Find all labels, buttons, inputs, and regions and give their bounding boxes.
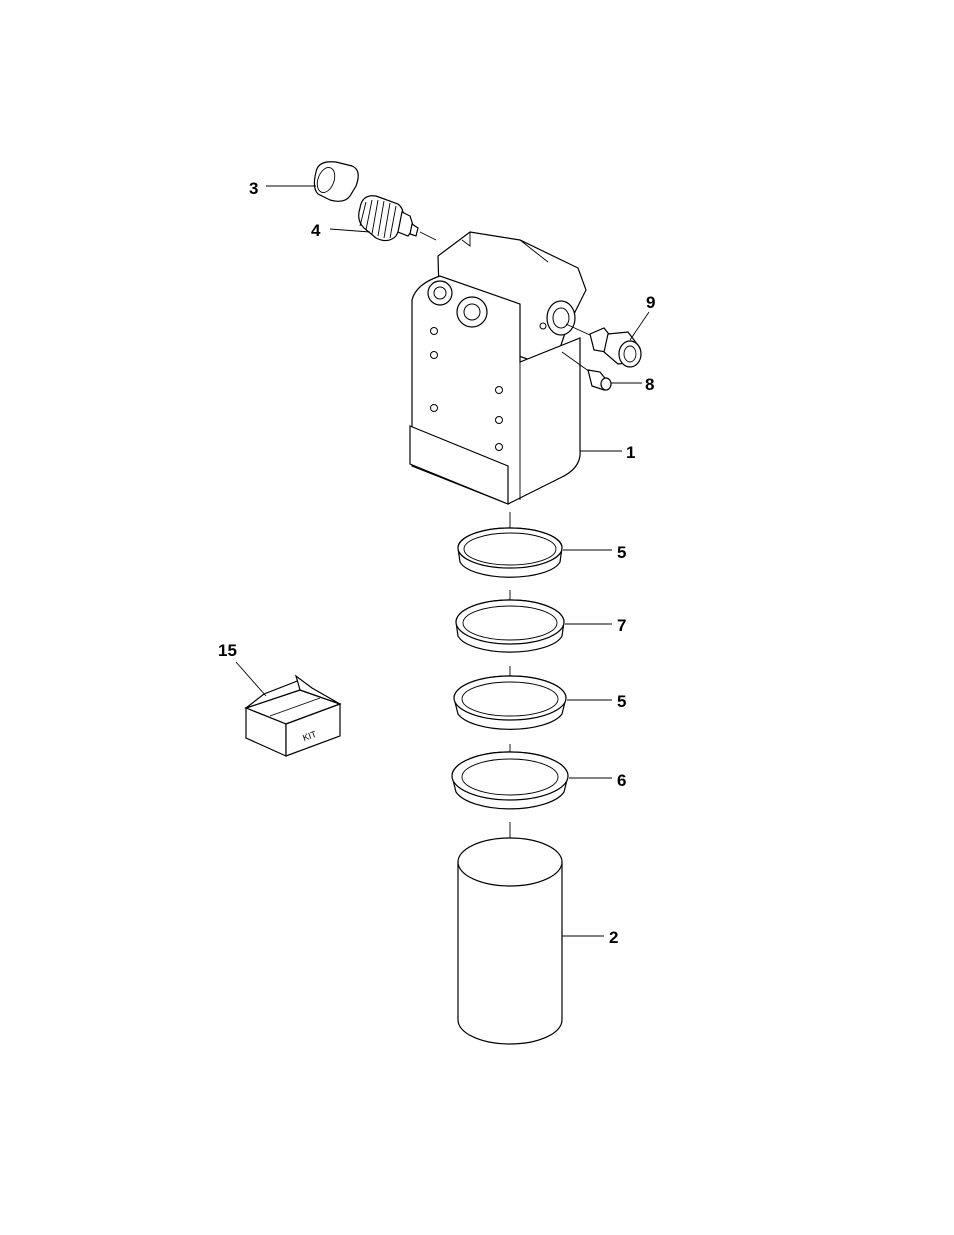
callout-3: 3 <box>249 179 316 198</box>
callout-label-6: 6 <box>617 771 626 790</box>
callout-9: 9 <box>630 293 655 340</box>
callout-label-2: 2 <box>609 928 618 947</box>
callout-label-9: 9 <box>646 293 655 312</box>
part-7-ring <box>456 600 564 652</box>
part-6-gasket <box>452 752 568 809</box>
callout-label-5-lower: 5 <box>617 692 626 711</box>
callout-5-lower: 5 <box>567 692 626 711</box>
callout-label-5-upper: 5 <box>617 543 626 562</box>
callout-7: 7 <box>565 616 626 635</box>
callout-15: 15 <box>218 641 266 696</box>
part-15-kit-box: KIT <box>246 676 340 756</box>
callout-label-3: 3 <box>249 179 258 198</box>
callout-label-8: 8 <box>645 375 654 394</box>
part-1-housing <box>410 232 586 504</box>
part-4-fitting <box>359 196 436 241</box>
callout-1: 1 <box>580 443 635 462</box>
part-3-cap <box>314 162 358 202</box>
part-5-seal-upper <box>458 528 562 577</box>
part-2-filter-element <box>458 838 562 1044</box>
callout-label-7: 7 <box>617 616 626 635</box>
callout-label-1: 1 <box>626 443 635 462</box>
callout-5-upper: 5 <box>563 543 626 562</box>
callout-2: 2 <box>562 928 618 947</box>
callout-label-15: 15 <box>218 641 237 660</box>
callout-6: 6 <box>569 771 626 790</box>
callout-8: 8 <box>611 375 654 394</box>
part-5-seal-lower <box>454 676 566 729</box>
callout-label-4: 4 <box>311 221 321 240</box>
